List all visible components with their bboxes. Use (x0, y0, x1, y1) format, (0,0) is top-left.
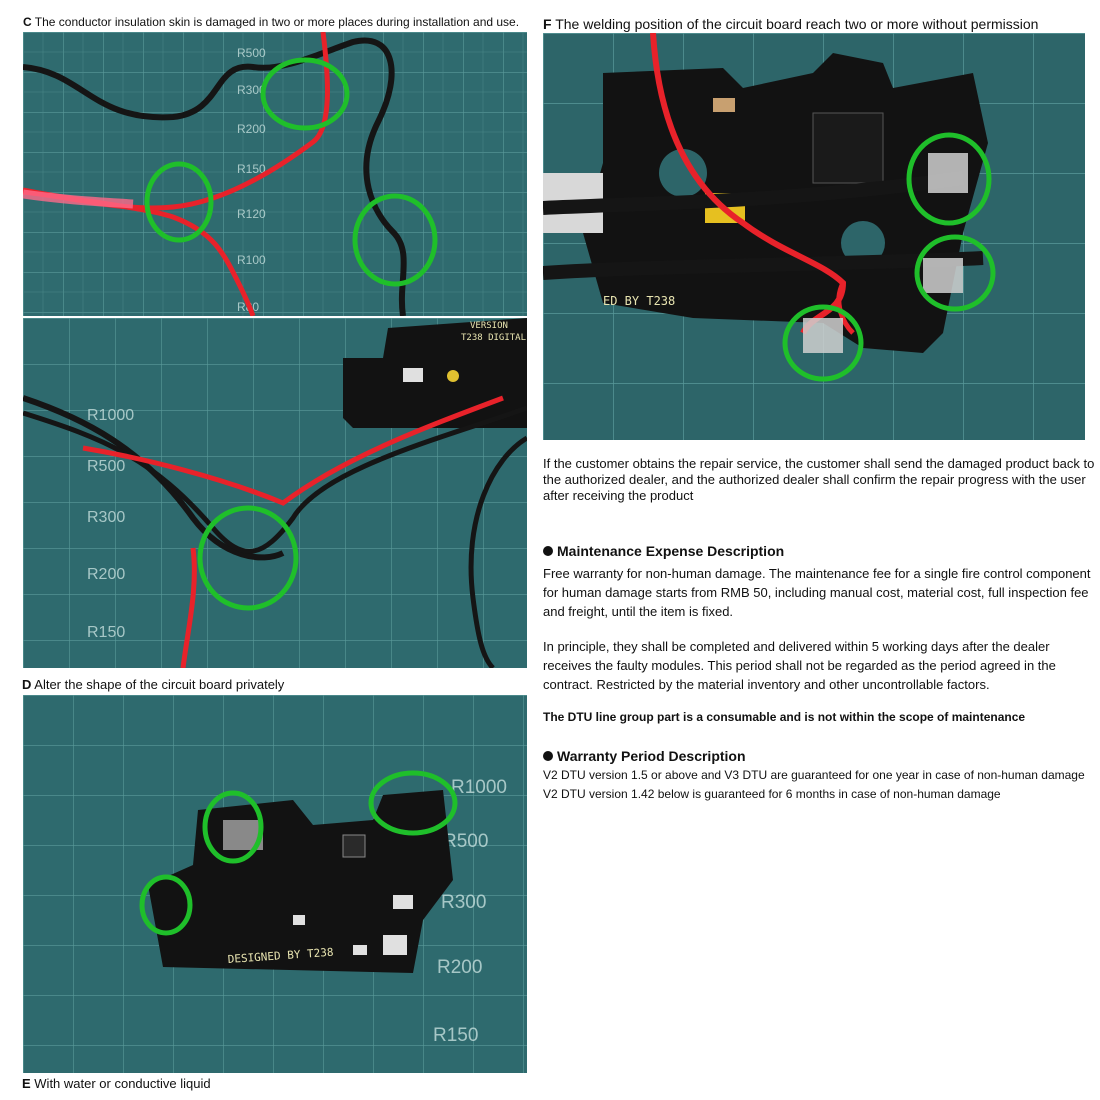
warranty-line-1: V2 DTU version 1.5 or above and V3 DTU a… (543, 768, 1085, 782)
photo-damaged-insulation-image: R500 R300 R200 R150 R120 R100 R80 (23, 32, 527, 316)
maintenance-note: The DTU line group part is a consumable … (543, 710, 1026, 724)
bullet-dot-icon (543, 546, 553, 556)
warranty-heading: Warranty Period Description (543, 748, 746, 764)
board-digital-text: T238 DIGITAL (461, 333, 526, 343)
caption-f-letter: F (543, 16, 552, 32)
photo-welding-positions: ED BY T238 (543, 33, 1085, 440)
mat-label: R500 (237, 46, 266, 60)
warranty-line-2: V2 DTU version 1.42 below is guaranteed … (543, 787, 1001, 801)
caption-c-letter: C (23, 15, 32, 29)
mat-label: R300 (441, 892, 486, 913)
mat-label: R1000 (451, 777, 507, 798)
maintenance-para-1: Free warranty for non-human damage. The … (543, 566, 1091, 619)
board-version-text: VERSION (470, 321, 508, 331)
mat-label: R100 (237, 253, 266, 267)
mat-label: R300 (237, 83, 266, 97)
caption-f-text: The welding position of the circuit boar… (551, 16, 1039, 32)
repair-paragraph: If the customer obtains the repair servi… (543, 456, 1095, 503)
caption-f: F The welding position of the circuit bo… (543, 16, 1038, 32)
caption-d-letter: D (22, 677, 32, 692)
board-designed-short-text: ED BY T238 (603, 294, 675, 308)
caption-e-letter: E (22, 1076, 31, 1091)
caption-c-text: The conductor insulation skin is damaged… (31, 15, 520, 29)
mat-label: R1000 (87, 407, 134, 424)
caption-d: D Alter the shape of the circuit board p… (22, 677, 284, 693)
maintenance-para-2: In principle, they shall be completed an… (543, 639, 1056, 692)
photo-altered-board-image: R1000 R500 R300 R200 R150 VERSION T238 D… (23, 318, 527, 668)
mat-label: R300 (87, 509, 125, 526)
mat-label: R200 (437, 957, 482, 978)
mat-label: R200 (237, 122, 266, 136)
mat-label: R150 (237, 162, 266, 176)
mat-label: R150 (433, 1025, 478, 1046)
mat-label: R150 (87, 624, 125, 641)
mat-label: R120 (237, 207, 266, 221)
photo-altered-board: R1000 R500 R300 R200 R150 VERSION T238 D… (23, 318, 527, 668)
photo-welding-positions-image: ED BY T238 (543, 33, 1085, 440)
caption-e: E With water or conductive liquid (22, 1076, 211, 1092)
caption-c: C The conductor insulation skin is damag… (23, 14, 519, 30)
caption-d-text: Alter the shape of the circuit board pri… (31, 677, 285, 692)
photo-water-damage: R1000 R500 R300 R200 R150 DESIGNED BY T2… (23, 695, 527, 1073)
mat-label: R500 (443, 831, 488, 852)
mat-label: R200 (87, 566, 125, 583)
warranty-heading-text: Warranty Period Description (557, 748, 746, 764)
bullet-dot-icon (543, 751, 553, 761)
maintenance-heading: Maintenance Expense Description (543, 543, 784, 559)
caption-e-text: With water or conductive liquid (30, 1076, 211, 1091)
photo-water-damage-image: R1000 R500 R300 R200 R150 DESIGNED BY T2… (23, 695, 527, 1073)
maintenance-heading-text: Maintenance Expense Description (557, 543, 785, 559)
mat-label: R500 (87, 458, 125, 475)
photo-damaged-insulation: R500 R300 R200 R150 R120 R100 R80 (23, 32, 527, 316)
